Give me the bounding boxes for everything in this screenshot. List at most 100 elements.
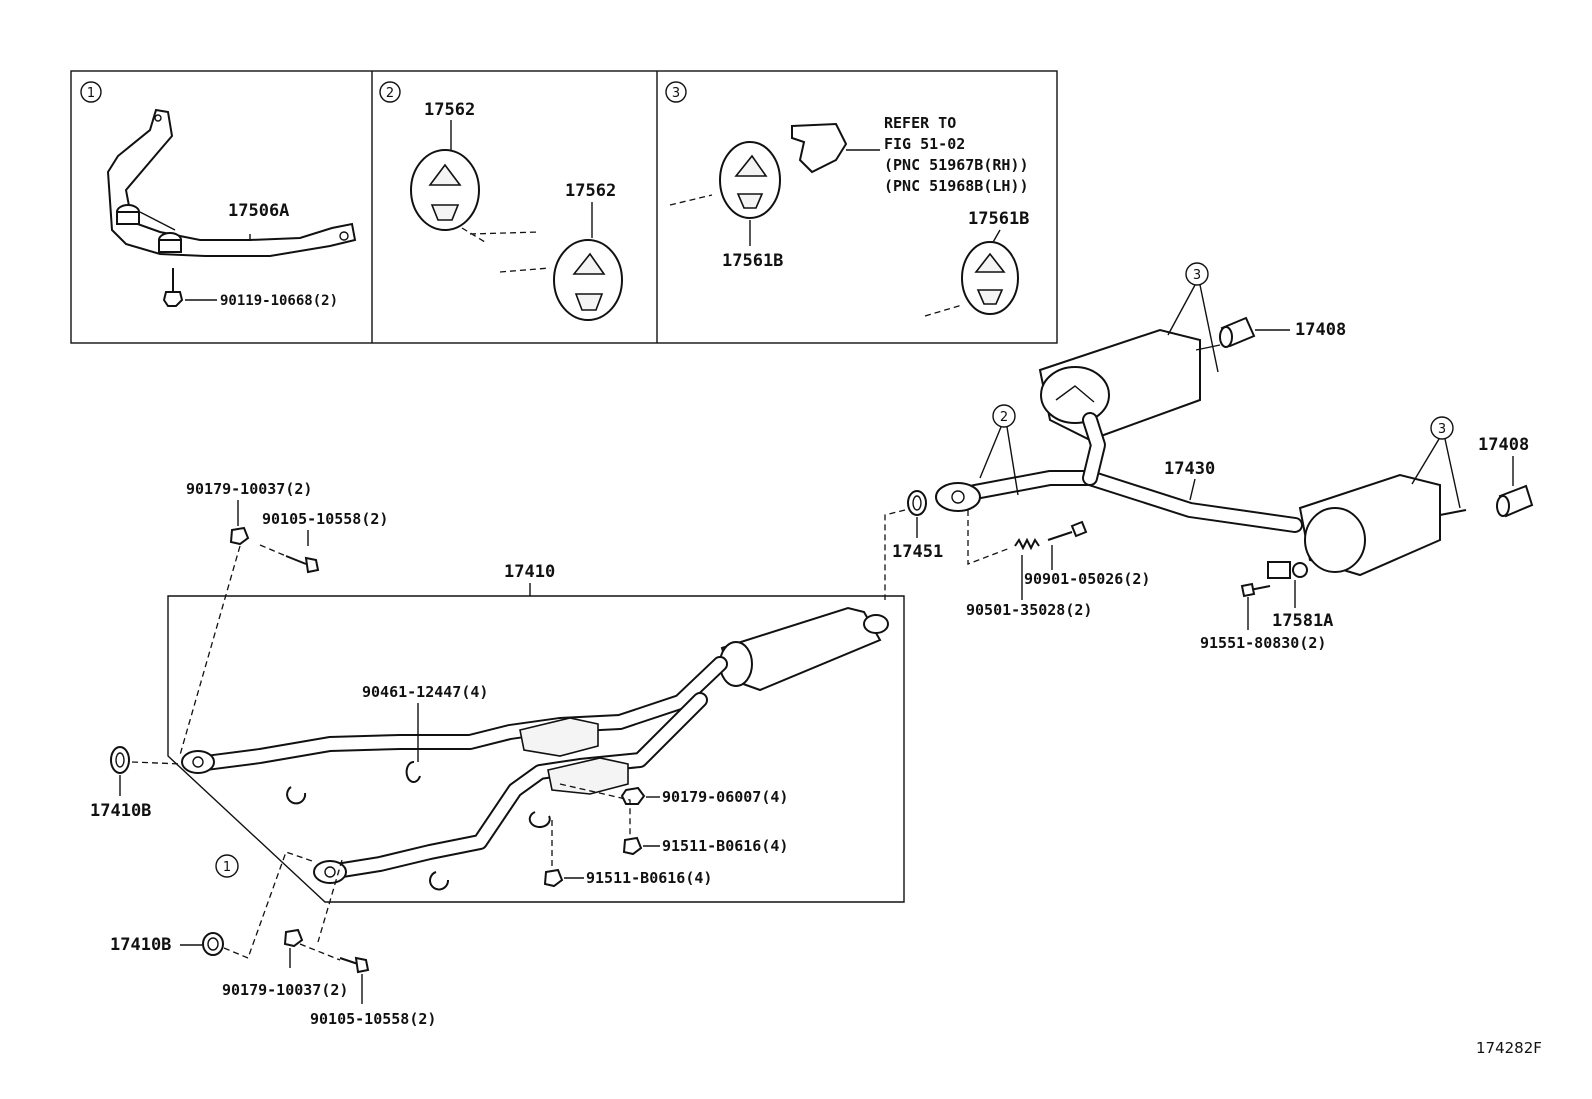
callout-2: 2 (979, 404, 1019, 496)
assembly-frame (167, 595, 905, 903)
part-label-17451: 17451 (892, 542, 943, 562)
bracket-edge (139, 211, 176, 231)
bracket-ring (1292, 562, 1308, 578)
part-label-17408: 17408 (1478, 435, 1529, 455)
rubber-hanger (553, 239, 623, 321)
gasket-17410B (110, 746, 130, 774)
part-label-17408: 17408 (1295, 320, 1346, 340)
bolt-head (304, 556, 320, 574)
callout-number: 1 (223, 860, 231, 875)
bolt-head (1240, 582, 1256, 598)
part-label-17561B: 17561B (968, 209, 1029, 229)
bracket-17506A (106, 108, 357, 257)
gasket-hole (115, 752, 125, 768)
hanger-opening (430, 204, 460, 221)
part-label-17410B: 17410B (90, 801, 151, 821)
tail-pipe-assembly-17430: 3 2 3 17408 17408 17430 17451 90901- (884, 262, 1534, 652)
note-line: REFER TO (884, 114, 956, 132)
tail-tip-opening (1219, 326, 1233, 348)
hanger-17561B (719, 141, 781, 219)
inset-panel-1: 1 17506A 90119-10668(2) (80, 81, 357, 309)
figure-id: 174282F (1476, 1039, 1542, 1057)
note-line: (PNC 51967B(RH)) (884, 156, 1029, 174)
part-label-90179-10037: 90179-10037(2) (222, 981, 348, 999)
callout-circle (80, 81, 102, 103)
muffler-lower (1298, 473, 1467, 577)
part-label-17581A: 17581A (1272, 611, 1333, 631)
part-label-90105-10558: 90105-10558(2) (262, 510, 388, 528)
part-label-17410B: 17410B (110, 935, 171, 955)
clamp (528, 811, 551, 829)
gasket-nut (283, 928, 304, 948)
rubber-hanger (410, 149, 480, 231)
hanger-opening (734, 154, 768, 177)
dashed-guide (179, 544, 287, 756)
nut-90179-06007 (620, 786, 646, 805)
part-label-90901-05026: 90901-05026(2) (1024, 570, 1150, 588)
catalytic-converter (547, 757, 629, 795)
part-label-91551-80830: 91551-80830(2) (1200, 634, 1326, 652)
hanger-opening (572, 252, 606, 275)
muffler-end (1304, 507, 1366, 573)
muffler-end (1040, 366, 1110, 424)
note-line: (PNC 51968B(LH)) (884, 177, 1029, 195)
hanger-17562 (410, 149, 480, 231)
front-connectors: 90179-10037(2) 90105-10558(2) 17410B 174… (90, 480, 436, 1028)
gasket-nut (229, 526, 250, 546)
flange-hole (324, 866, 336, 878)
callout-3-lower: 3 (1411, 416, 1461, 509)
tail-tip-opening (1496, 495, 1510, 517)
flange-hole (951, 490, 965, 504)
callout-number: 2 (386, 86, 394, 101)
hanger-opening (736, 193, 764, 209)
hanger-opening (974, 252, 1006, 273)
hanger-opening (428, 163, 462, 186)
bracket-body (791, 122, 848, 174)
inset-panel-3: 3 17561B REFER TO FIG 51-02 (PNC 51967B(… (665, 81, 1029, 317)
callout-number: 1 (87, 86, 95, 101)
callout-number: 3 (672, 86, 680, 101)
part-label-90105-10558: 90105-10558(2) (310, 1010, 436, 1028)
note-line: FIG 51-02 (884, 135, 965, 153)
bolt-shank (339, 957, 359, 965)
part-label-17506A: 17506A (228, 201, 289, 221)
part-label-90461-12447: 90461-12447(4) (362, 683, 488, 701)
body-bracket (791, 122, 880, 174)
hanger-rod (924, 304, 963, 317)
tail-tip-17408-lower (1496, 484, 1534, 518)
gasket-hole (207, 937, 219, 951)
bolt-90119 (162, 268, 184, 307)
leader-line (1411, 438, 1461, 509)
dashed-guide (884, 509, 906, 600)
muffler-upper (1038, 328, 1221, 442)
exhaust-pipe-upper-inner (192, 658, 726, 770)
part-label-17562: 17562 (424, 100, 475, 120)
dashed-guide (299, 859, 343, 961)
flange (935, 482, 981, 512)
gasket-17451 (907, 490, 927, 516)
leader-line (1189, 478, 1196, 501)
flange-hole (192, 756, 204, 768)
outlet-pipe (1195, 344, 1221, 351)
rubber-hanger (719, 141, 781, 219)
tail-pipe-branch-inner (1084, 414, 1104, 484)
inset-frame (70, 70, 1058, 344)
flange (313, 860, 347, 884)
bolt-91511 (622, 836, 643, 856)
bracket-hole (154, 114, 162, 122)
bolt-head (162, 291, 184, 307)
callout-circle (665, 81, 687, 103)
spring-90501 (1014, 537, 1040, 551)
clamp (429, 871, 450, 891)
dashed-guide (131, 761, 183, 765)
hanger-opening (574, 293, 604, 311)
dashed-guide (223, 851, 316, 959)
callout-circle (992, 404, 1016, 428)
muffler-detail (1055, 385, 1095, 403)
gasket-17410B (202, 932, 224, 956)
rubber-bushing (158, 239, 182, 253)
bolt-shank (285, 555, 307, 565)
flange (181, 750, 215, 774)
bracket-17581A (1267, 561, 1308, 579)
